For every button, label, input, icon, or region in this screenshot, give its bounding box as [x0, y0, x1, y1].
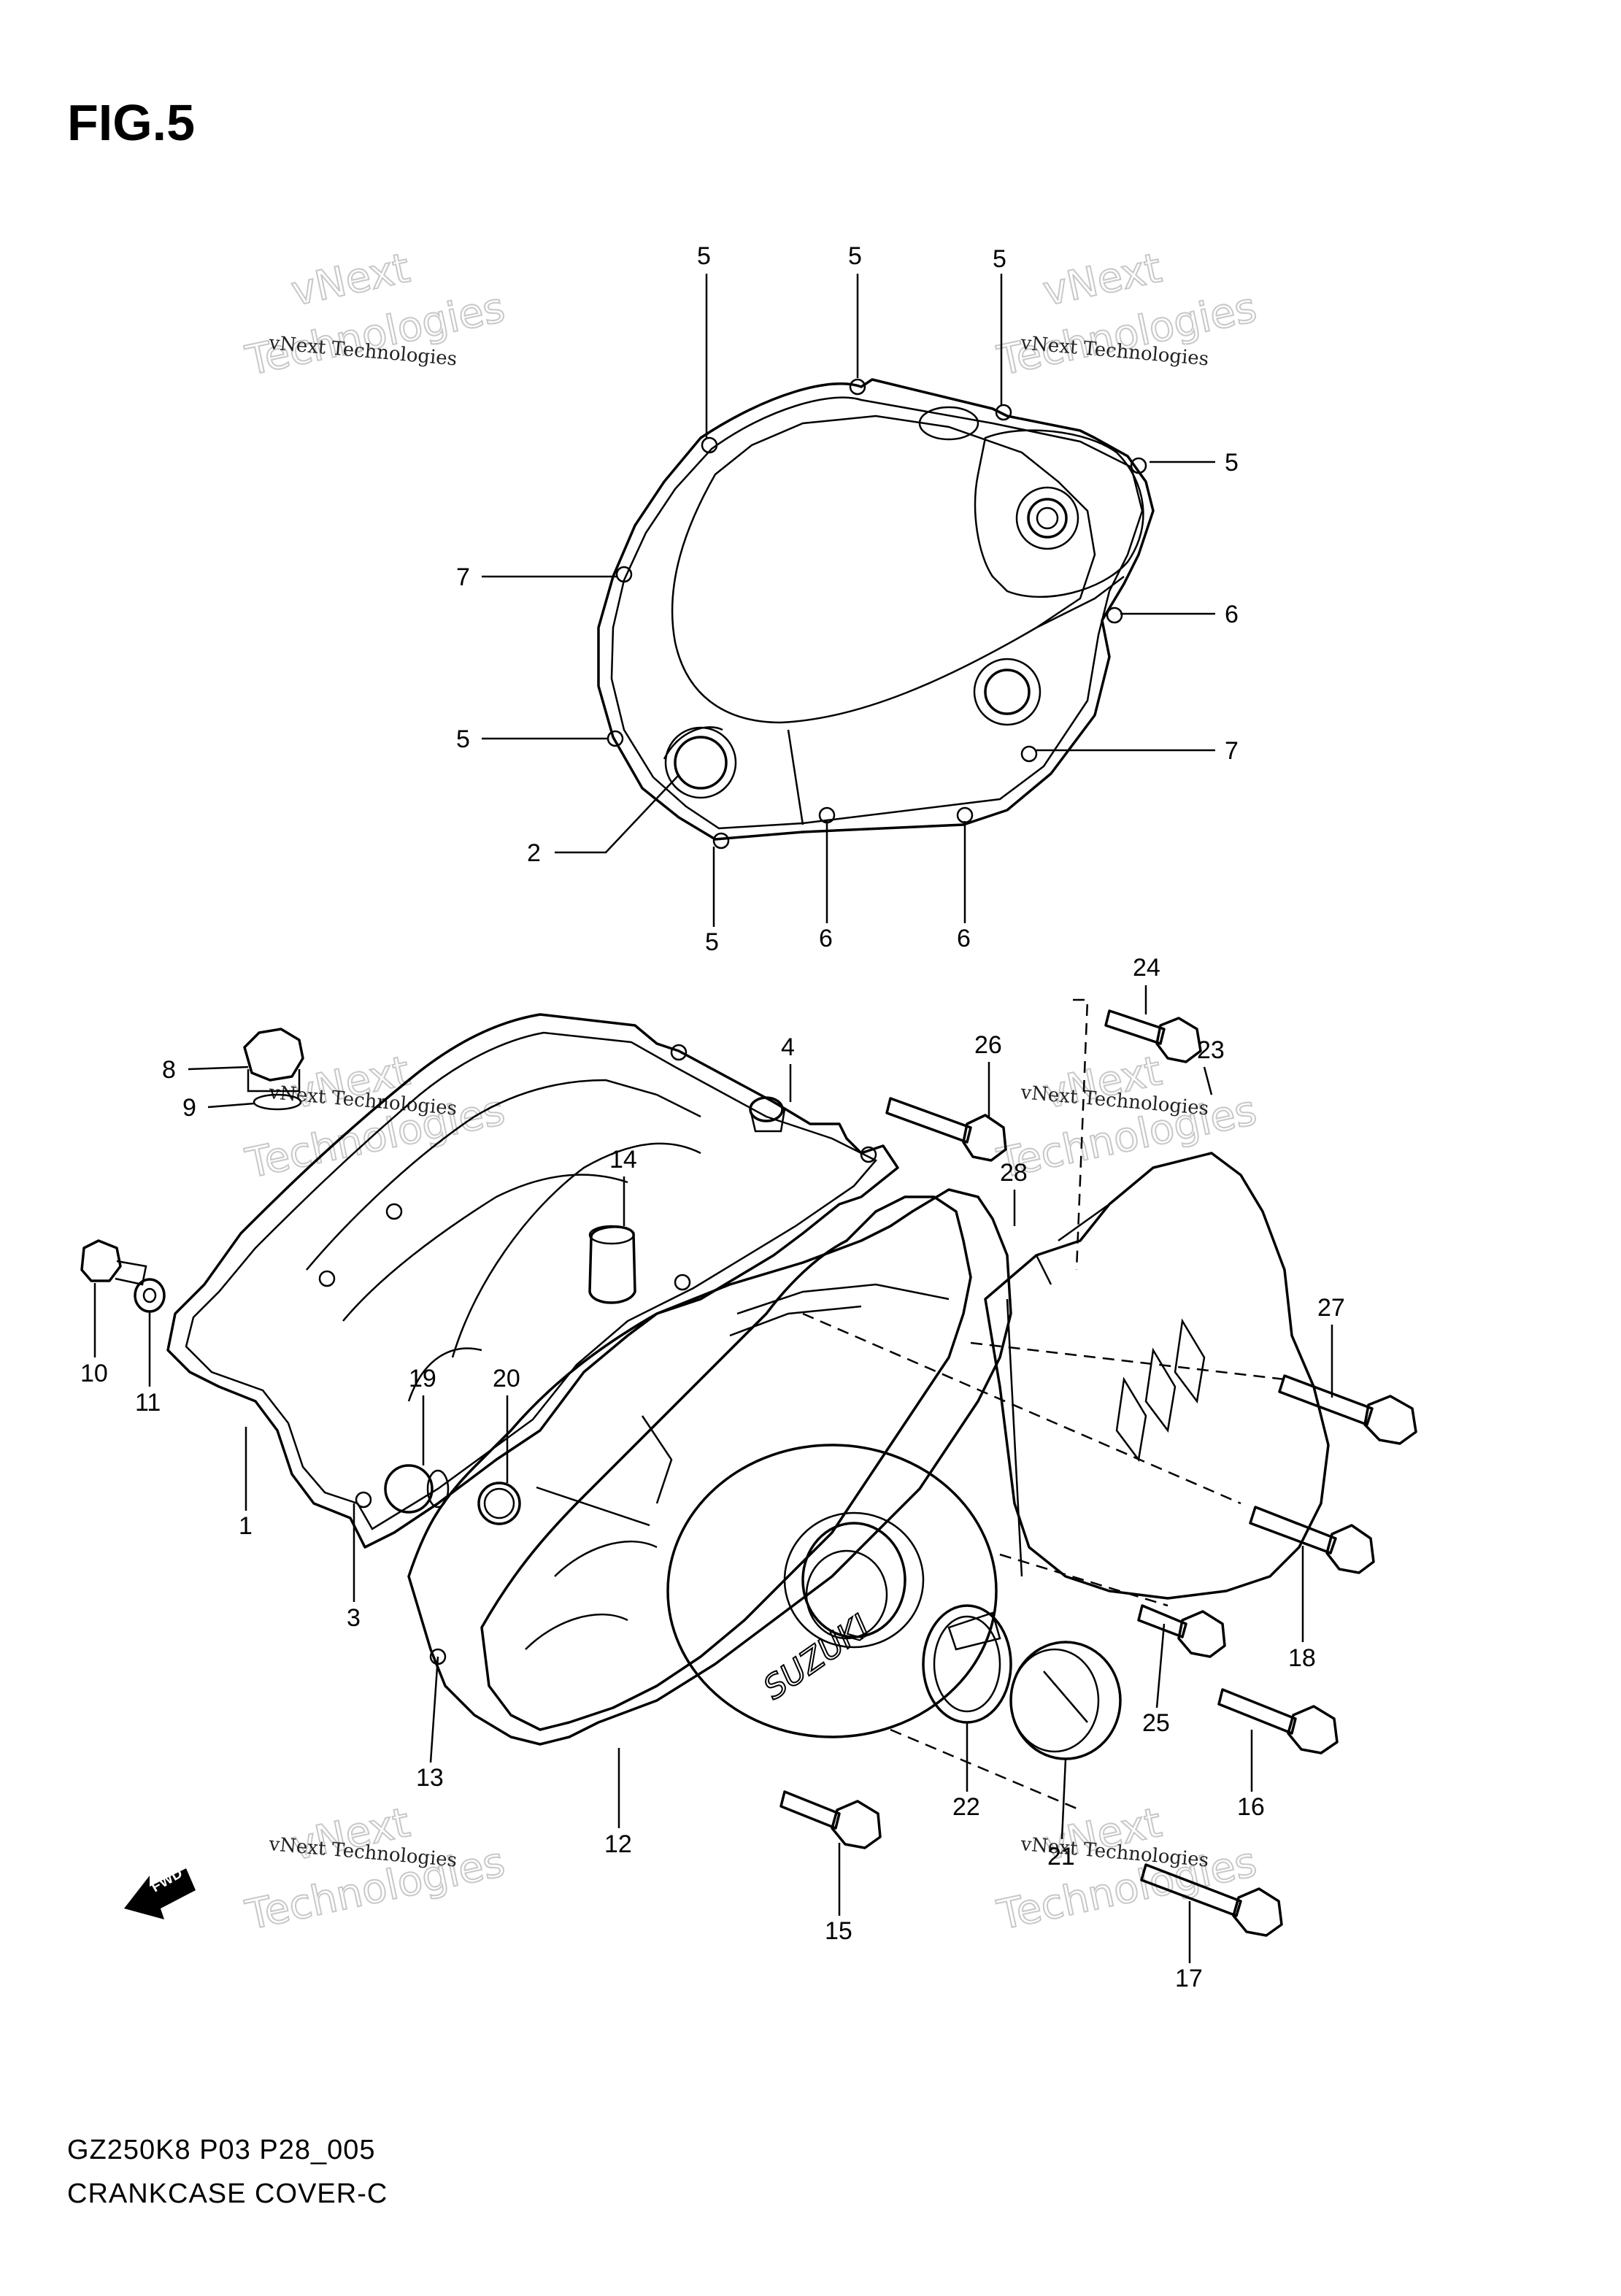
callout-label: 23	[1197, 1036, 1225, 1064]
callout-label: 6	[819, 925, 833, 952]
callout-label: 26	[974, 1031, 1002, 1059]
callout-label: 5	[848, 242, 862, 270]
callout-label: 27	[1317, 1294, 1345, 1322]
callout-label: 6	[957, 925, 971, 952]
callout-label: 8	[162, 1056, 176, 1084]
callout-label: 7	[1225, 737, 1239, 765]
watermark-text: vNext	[1039, 244, 1166, 316]
callout-label: 6	[1225, 601, 1239, 628]
callout-label: 3	[347, 1604, 361, 1632]
callout-label: 25	[1142, 1709, 1170, 1737]
callout-label: 28	[1000, 1159, 1028, 1187]
callout-label: 20	[493, 1365, 520, 1392]
leader-lines	[93, 274, 1333, 1963]
callout-label: 16	[1237, 1793, 1265, 1821]
callout-label: 21	[1047, 1843, 1075, 1871]
callout-label: 5	[456, 725, 470, 753]
gasket-outline	[597, 378, 1155, 850]
callout-label: 22	[952, 1793, 980, 1821]
callout-label: 19	[409, 1365, 436, 1392]
callout-label: 4	[781, 1033, 795, 1061]
watermark-group: vNext Technologies vNext Technologies vN…	[241, 244, 1261, 1941]
callout-label: 15	[825, 1917, 852, 1945]
callout-label: 7	[456, 563, 470, 591]
callout-label: 5	[705, 928, 719, 956]
callout-label: 9	[182, 1094, 196, 1122]
callout-label: 18	[1288, 1644, 1316, 1672]
callout-label: 1	[239, 1512, 253, 1540]
callout-label: 2	[527, 839, 541, 867]
callout-label: 17	[1175, 1965, 1203, 1992]
forward-arrow-icon: FWD	[124, 1865, 196, 1919]
callout-label: 5	[1225, 449, 1239, 477]
callout-label: 12	[604, 1830, 632, 1858]
callouts: 5 5 5 5 7 6 5 7 2 5 6 6 8 9 4 26 24 23 1…	[80, 242, 1345, 1992]
callout-label: 13	[416, 1764, 444, 1792]
callout-label: 14	[609, 1146, 637, 1174]
diagram-name: CRANKCASE COVER-C	[67, 2178, 388, 2209]
watermark-text: vNext	[287, 244, 414, 316]
callout-label: 5	[993, 245, 1006, 273]
callout-label: 11	[135, 1389, 161, 1417]
callout-label: 5	[697, 242, 711, 270]
callout-label: 24	[1133, 954, 1160, 982]
diagram-code: GZ250K8 P03 P28_005	[67, 2135, 376, 2165]
callout-label: 10	[80, 1360, 108, 1387]
figure-title: FIG.5	[67, 94, 196, 151]
